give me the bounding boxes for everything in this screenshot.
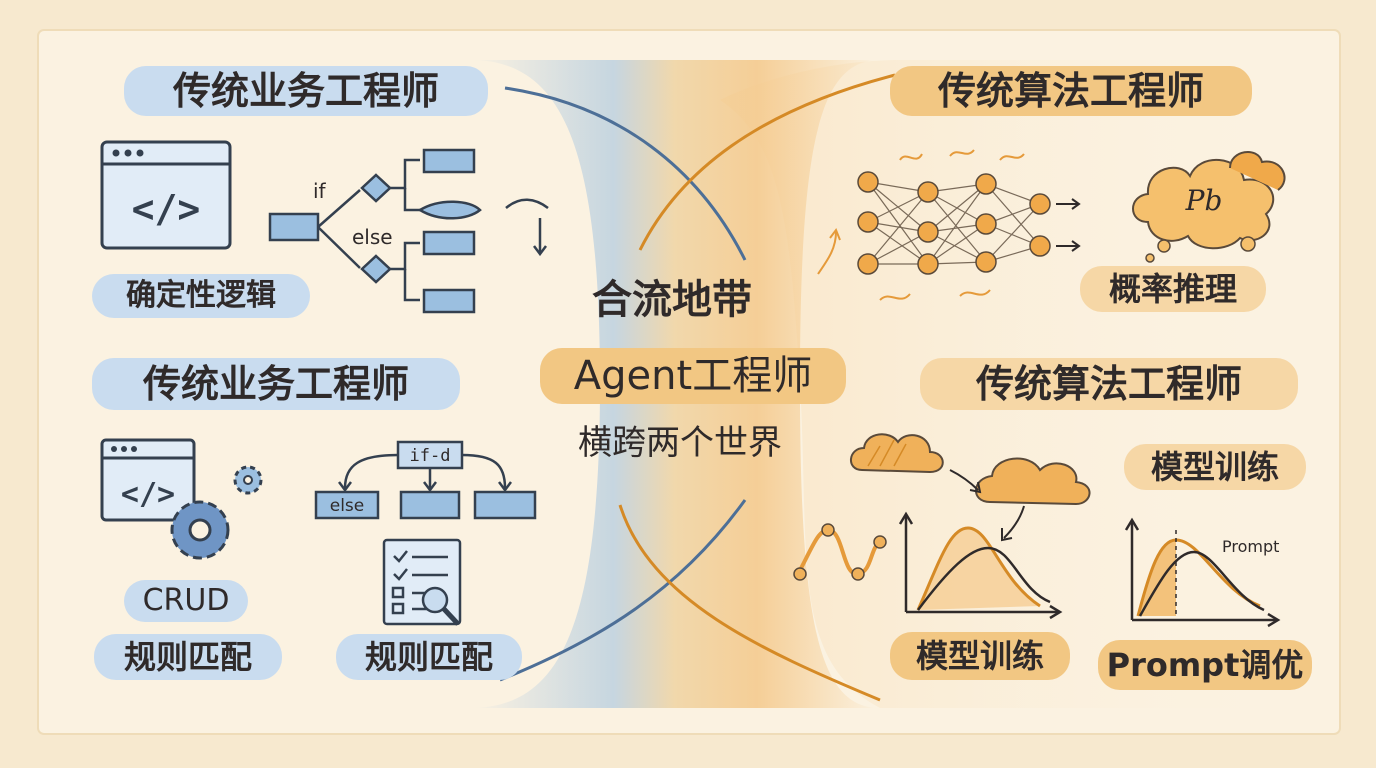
- cloud-icon: [850, 433, 1091, 542]
- if-label: if: [313, 179, 327, 203]
- dotted-wave-icon: [793, 523, 887, 581]
- right-top-caption: 概率推理: [1080, 266, 1266, 312]
- right-bottom-caption-left: 模型训练: [890, 632, 1070, 680]
- prompt-chart-icon: [1124, 517, 1281, 628]
- code-window-icon: </>: [100, 140, 232, 250]
- merge-zone-label: 合流地带: [592, 277, 752, 323]
- code-symbol-2: </>: [121, 477, 175, 512]
- left-top-title: 传统业务工程师: [124, 66, 488, 116]
- if-box-label: if-d: [410, 446, 451, 466]
- left-bottom-title: 传统业务工程师: [92, 358, 460, 410]
- crud-label: CRUD: [124, 580, 248, 622]
- left-bottom-caption-left: 规则匹配: [94, 634, 282, 680]
- code-symbol: </>: [132, 187, 201, 231]
- flowchart-icon: [268, 148, 549, 314]
- right-bottom-title: 传统算法工程师: [920, 358, 1298, 410]
- thought-cloud-icon: Pb: [1132, 151, 1286, 263]
- checklist-search-icon: [382, 538, 462, 626]
- right-bottom-training-label: 模型训练: [1124, 444, 1306, 490]
- gear-icon: [170, 465, 263, 560]
- branch-flowchart-icon: [314, 440, 537, 520]
- cloud-text: Pb: [1185, 184, 1223, 217]
- left-top-caption: 确定性逻辑: [92, 274, 310, 318]
- agent-role-title: Agent工程师: [540, 348, 846, 404]
- right-bottom-caption-right: Prompt调优: [1098, 640, 1312, 690]
- code-window-icon-2: </>: [100, 438, 196, 522]
- agent-subtitle: 横跨两个世界: [578, 423, 782, 463]
- neural-network-icon: [817, 149, 1081, 301]
- right-top-title: 传统算法工程师: [890, 66, 1252, 116]
- prompt-chart-label: Prompt: [1222, 537, 1279, 556]
- orange-curve-bottom: [618, 504, 881, 702]
- left-bottom-caption-right: 规则匹配: [336, 634, 522, 680]
- distribution-chart-icon: [898, 511, 1063, 620]
- orange-curve-top: [638, 73, 896, 251]
- blue-curve-top: [504, 86, 747, 261]
- blue-curve-bottom: [499, 499, 747, 682]
- else-box-label: else: [330, 496, 365, 516]
- else-label: else: [352, 225, 393, 249]
